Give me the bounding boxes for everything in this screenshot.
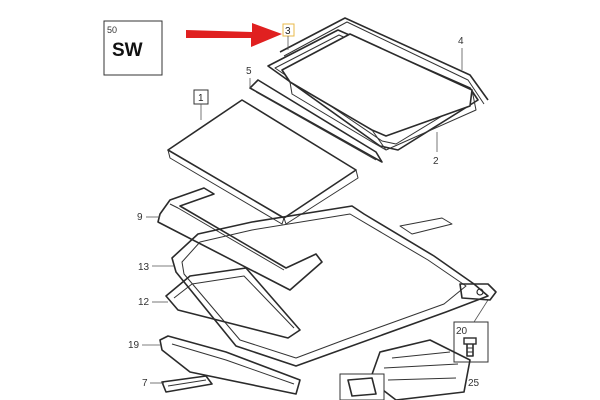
callout-7: 7 xyxy=(142,378,148,389)
callout-12: 12 xyxy=(138,297,150,308)
callout-20: 20 xyxy=(456,326,468,337)
callout-1: 1 xyxy=(198,93,204,104)
motor-block xyxy=(339,373,385,400)
hinge-bracket xyxy=(459,283,497,301)
callout-9: 9 xyxy=(137,212,143,223)
part-5-strip xyxy=(249,79,383,163)
part-19-lower-frame xyxy=(159,335,301,395)
part-1-panel xyxy=(167,99,359,225)
red-arrow-icon xyxy=(186,23,282,47)
part-12-seal-ring xyxy=(165,267,301,339)
callout-13: 13 xyxy=(138,262,150,273)
callout-3-box xyxy=(282,23,295,37)
callout-2: 2 xyxy=(433,156,439,167)
part-7-rail xyxy=(161,375,213,393)
callout-25: 25 xyxy=(468,378,480,389)
part-20-leader xyxy=(473,299,489,323)
part-2-glass-panel xyxy=(281,33,477,151)
part-4-strip xyxy=(279,17,489,105)
variant-box-number: 50 xyxy=(107,25,117,35)
callout-19: 19 xyxy=(128,340,140,351)
callout-4: 4 xyxy=(458,36,464,47)
part-13-frame xyxy=(171,205,489,367)
callout-5: 5 xyxy=(246,66,252,77)
variant-box: 50 SW xyxy=(103,20,163,76)
variant-box-label: SW xyxy=(112,40,143,61)
callout-3: 3 xyxy=(285,26,291,37)
